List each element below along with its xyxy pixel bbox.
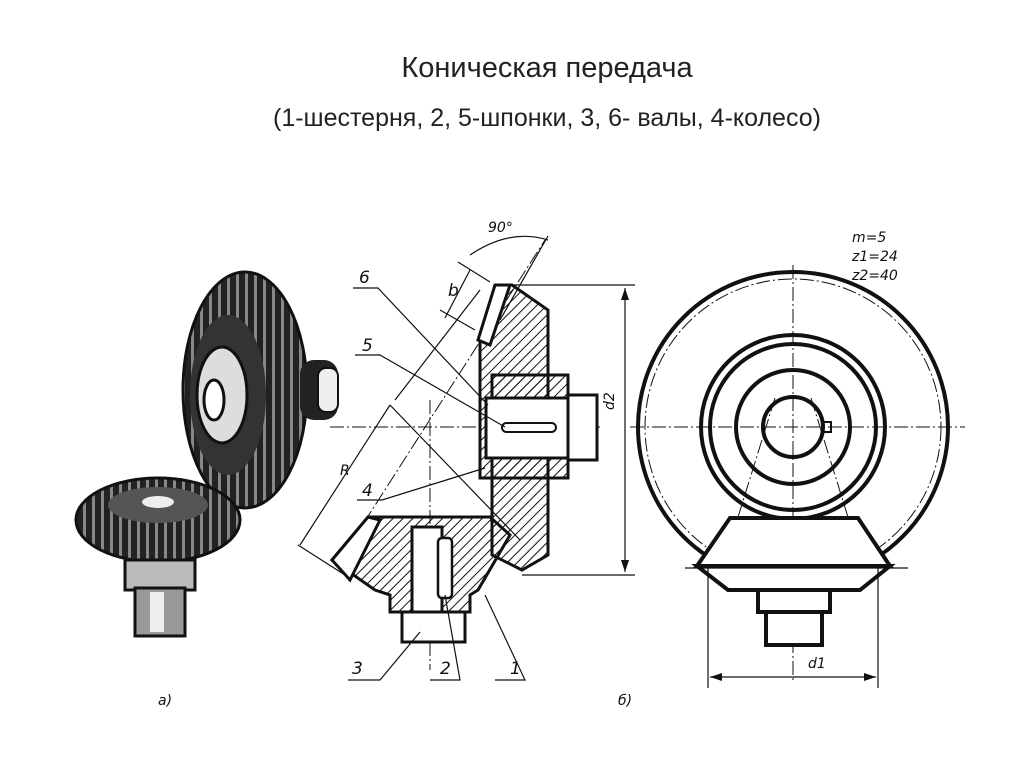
slide-title: Коническая передача [401,52,693,84]
shaft-3 [400,610,467,644]
dim-d2: d2 [602,392,618,410]
pictorial-wheel [181,270,339,510]
side-view: d1 m=5 z1=24 z2=40 [630,230,965,688]
section-view: 6 5 4 3 2 1 R b 90° d2 б) [297,220,635,709]
label-2: 2 [440,659,451,679]
label-3: 3 [352,659,363,679]
dim-R: R [340,463,350,479]
param-m: m=5 [852,230,886,246]
view-b-label: б) [618,693,632,709]
pictorial-gear-pair: а) [74,270,339,709]
pictorial-pinion [74,476,242,638]
pinion-side [693,516,894,568]
label-5: 5 [362,336,373,356]
dim-b: b [448,281,459,301]
dim-d1: d1 [808,656,826,672]
param-z2: z2=40 [851,268,898,284]
slide-subtitle: (1-шестерня, 2, 5-шпонки, 3, 6- валы, 4-… [273,104,821,132]
key-5 [501,422,557,433]
dim-angle: 90° [488,220,513,236]
label-1: 1 [510,659,521,679]
param-z1: z1=24 [851,249,898,265]
label-4: 4 [362,481,373,501]
key-2 [436,536,454,600]
view-a-label: а) [158,693,172,709]
label-6: 6 [359,268,370,288]
